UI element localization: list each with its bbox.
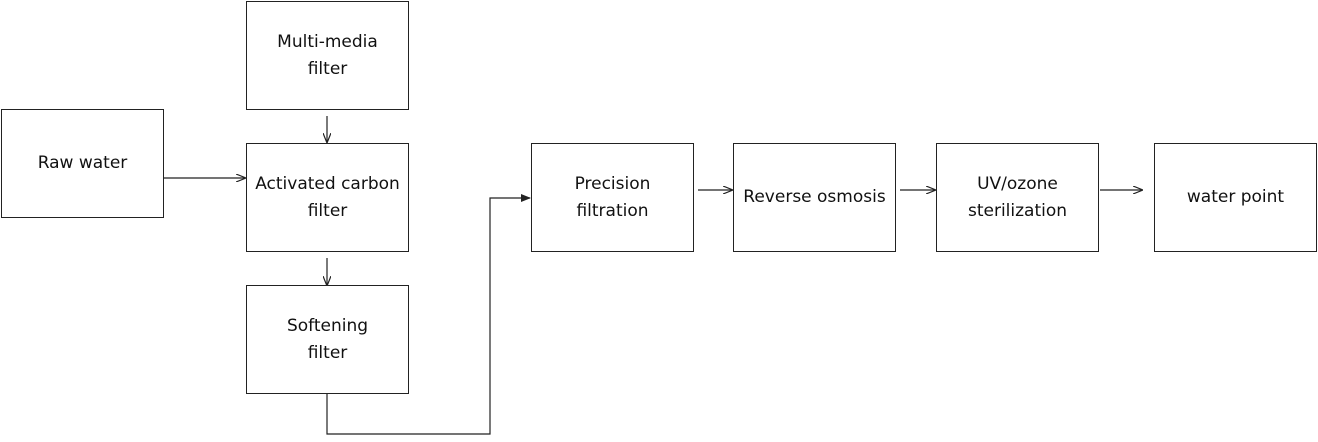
node-activated-carbon-filter: Activated carbon filter: [246, 143, 409, 252]
node-label: Multi-media filter: [277, 31, 378, 79]
node-raw-water: Raw water: [1, 109, 164, 218]
node-label: Precision filtration: [574, 173, 651, 221]
node-precision-filtration: Precision filtration: [531, 143, 694, 252]
node-reverse-osmosis: Reverse osmosis: [733, 143, 896, 252]
node-label: Activated carbon filter: [255, 173, 400, 221]
node-label: UV/ozone sterilization: [967, 173, 1068, 221]
node-label: water point: [1186, 187, 1285, 207]
node-label: Raw water: [37, 153, 128, 173]
node-uv-ozone-sterilization: UV/ozone sterilization: [936, 143, 1099, 252]
node-label: Reverse osmosis: [743, 187, 886, 207]
node-multi-media-filter: Multi-media filter: [246, 1, 409, 110]
node-label: Softening filter: [286, 315, 369, 363]
arrow-softening-to-precision: [326, 194, 531, 435]
node-softening-filter: Softening filter: [246, 285, 409, 394]
node-water-point: water point: [1154, 143, 1317, 252]
